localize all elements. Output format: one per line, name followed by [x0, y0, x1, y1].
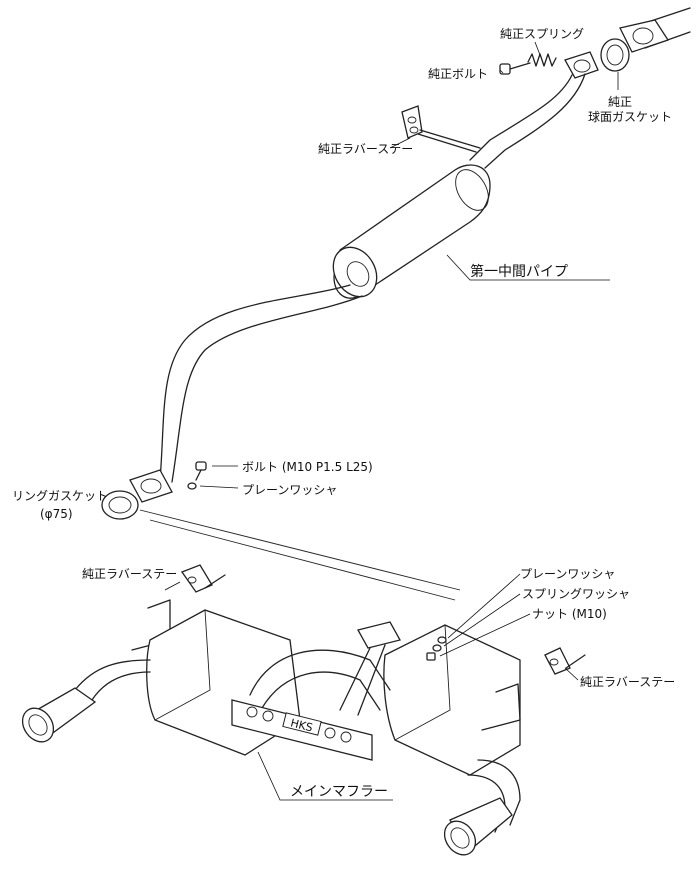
leader-lines [164, 41, 619, 801]
label-oem-spherical-gasket-2: 球面ガスケット [588, 110, 672, 124]
oem-bolt [499, 62, 531, 75]
first-mid-pipe-upper [469, 73, 586, 169]
main-muffler-right [383, 624, 521, 776]
hks-logo-text: HKS [289, 716, 314, 734]
resonator [332, 164, 491, 299]
mid-pipe-flange [564, 51, 599, 79]
label-oem-spherical-gasket-1: 純正 [608, 95, 632, 109]
first-mid-pipe-lower [159, 284, 363, 483]
nut-m10 [426, 652, 436, 661]
label-oem-rubber-stay-left: 純正ラバーステー [82, 567, 177, 581]
plain-washer-right [437, 636, 447, 644]
tail-pipe-right [443, 759, 521, 856]
label-main-muffler: メインマフラー [290, 784, 388, 800]
ring-gasket [101, 490, 139, 520]
label-nut: ナット (M10) [532, 607, 607, 621]
label-oem-bolt: 純正ボルト [428, 67, 488, 81]
label-oem-rubber-stay-top: 純正ラバーステー [318, 142, 413, 156]
plain-washer-top [187, 482, 197, 490]
mid-pipe-lower-flange [129, 469, 173, 503]
spring-washer [432, 644, 442, 652]
alignment-line-1 [139, 509, 461, 591]
hks-plate: HKS [231, 699, 373, 761]
oem-rubber-stay-top [401, 105, 481, 153]
label-ring-gasket-2: (φ75) [40, 507, 73, 521]
oem-rubber-stay-right [481, 647, 586, 731]
label-bolt-spec: ボルト (M10 P1.5 L25) [242, 460, 373, 474]
oem-spring [527, 53, 557, 67]
label-ring-gasket-1: リングガスケット [12, 489, 108, 503]
label-first-mid-pipe: 第一中間パイプ [470, 263, 568, 280]
oem-front-pipe [619, 7, 691, 53]
label-oem-rubber-stay-right: 純正ラバーステー [580, 675, 675, 689]
labels: 純正スプリング 純正ボルト 純正 球面ガスケット 純正ラバーステー 第一中間パイ… [12, 27, 675, 800]
label-spring-washer: スプリングワッシャ [522, 587, 630, 601]
oem-spherical-gasket [600, 38, 630, 72]
alignment-line-2 [149, 519, 456, 601]
label-plain-washer-top: プレーンワッシャ [242, 483, 337, 497]
label-plain-washer-right: プレーンワッシャ [520, 567, 615, 581]
bolt-m10 [195, 461, 207, 481]
connecting-pipes [249, 621, 401, 716]
tail-pipe-left [21, 659, 151, 743]
label-oem-spring: 純正スプリング [500, 27, 584, 41]
